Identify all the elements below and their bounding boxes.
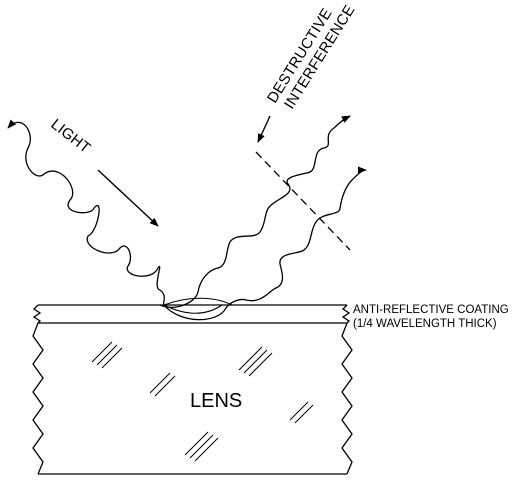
glass-shine-marks bbox=[91, 341, 314, 462]
destructive-interference-pointer bbox=[257, 115, 271, 143]
incident-light-wave bbox=[7, 119, 165, 306]
lens-label: LENS bbox=[190, 390, 242, 412]
reflection-bottom-wave bbox=[163, 166, 367, 321]
lens-right-break-edge bbox=[341, 304, 353, 475]
coating-label-line1: ANTI-REFLECTIVE COATING bbox=[353, 304, 509, 316]
coating-reflection-arc bbox=[163, 297, 233, 314]
coating-label-line2: (1/4 WAVELENGTH THICK) bbox=[353, 318, 497, 330]
light-label: LIGHT bbox=[48, 116, 94, 157]
lens-left-break-edge bbox=[32, 304, 44, 475]
destructive-interference-line bbox=[255, 151, 351, 251]
lens-block bbox=[32, 304, 353, 475]
reflection-top-wave bbox=[159, 115, 351, 308]
light-direction-arrow bbox=[97, 169, 159, 227]
